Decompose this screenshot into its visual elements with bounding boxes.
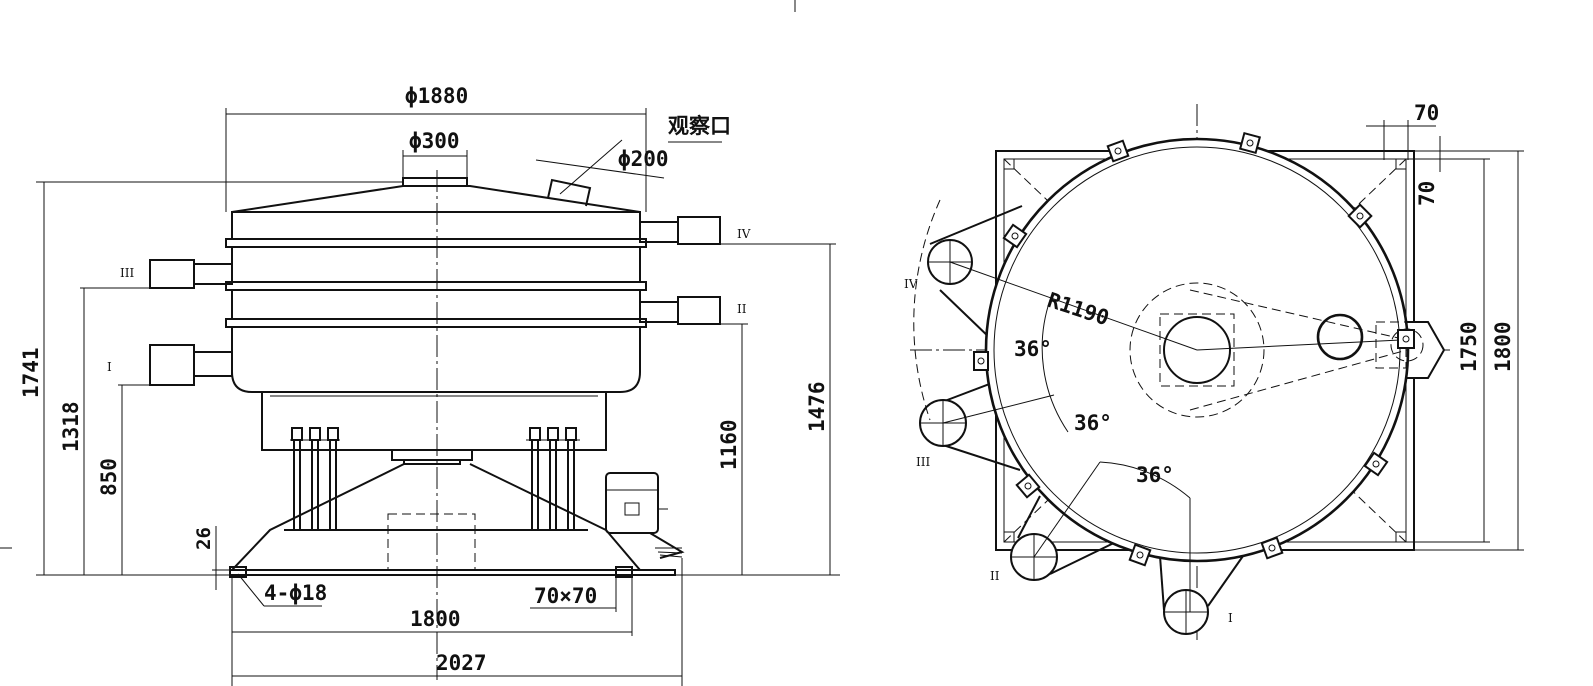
dim-side-offset: 70 [1415,181,1439,206]
dim-outer-size: 1800 [1491,321,1515,372]
dim-angle-2: 36° [1074,411,1112,435]
dim-angle-3: 36° [1136,463,1174,487]
vibration-motor [605,472,685,559]
label-outlet-i: I [107,360,112,374]
springs-left [288,427,342,531]
dim-port-diameter: ϕ200 [618,147,669,171]
dim-foot-size: 70×70 [534,584,597,608]
dim-base-plate: 26 [193,527,215,550]
label-outlet-iv: IV [737,227,751,241]
top-label-outlet-i: I [1228,611,1233,625]
dim-outlet-iv-height: 1476 [805,381,829,432]
front-view: ϕ1880 ϕ300 ϕ200 观察口 1741 1318 850 26 [19,84,840,686]
dim-outlet-ii-height: 1160 [717,419,741,470]
dim-inner-size: 1750 [1457,321,1481,372]
dim-outlet-iii-height: 1318 [59,401,83,452]
clamp-lugs [973,131,1415,567]
outlet-i [149,344,233,386]
label-outlet-ii: II [737,302,747,316]
label-outlet-iii: III [120,266,134,280]
dim-outlet-i-height: 850 [97,458,121,496]
springs-right [524,427,582,531]
duct-i [1159,545,1251,635]
dim-overall-width: 2027 [436,651,487,675]
top-view: R1190 36° 36° 36° [904,101,1524,640]
dim-angle-1: 36° [1014,337,1052,361]
dim-bolt-holes: 4-ϕ18 [264,581,327,605]
dim-inlet-diameter: ϕ300 [409,129,460,153]
dim-overall-height: 1741 [19,347,43,398]
outlet-iii [149,259,233,289]
top-label-outlet-iv: IV [904,277,918,291]
top-label-outlet-iii: III [916,455,930,469]
motor-bracket-right [1406,321,1446,379]
dim-top-diameter: ϕ1880 [405,84,468,108]
label-observation-port: 观察口 [668,114,731,138]
dim-base-width: 1800 [410,607,461,631]
outlet-ii [639,296,721,325]
dim-top-offset: 70 [1414,101,1439,125]
top-label-outlet-ii: II [990,569,1000,583]
outlet-iv [639,216,721,245]
